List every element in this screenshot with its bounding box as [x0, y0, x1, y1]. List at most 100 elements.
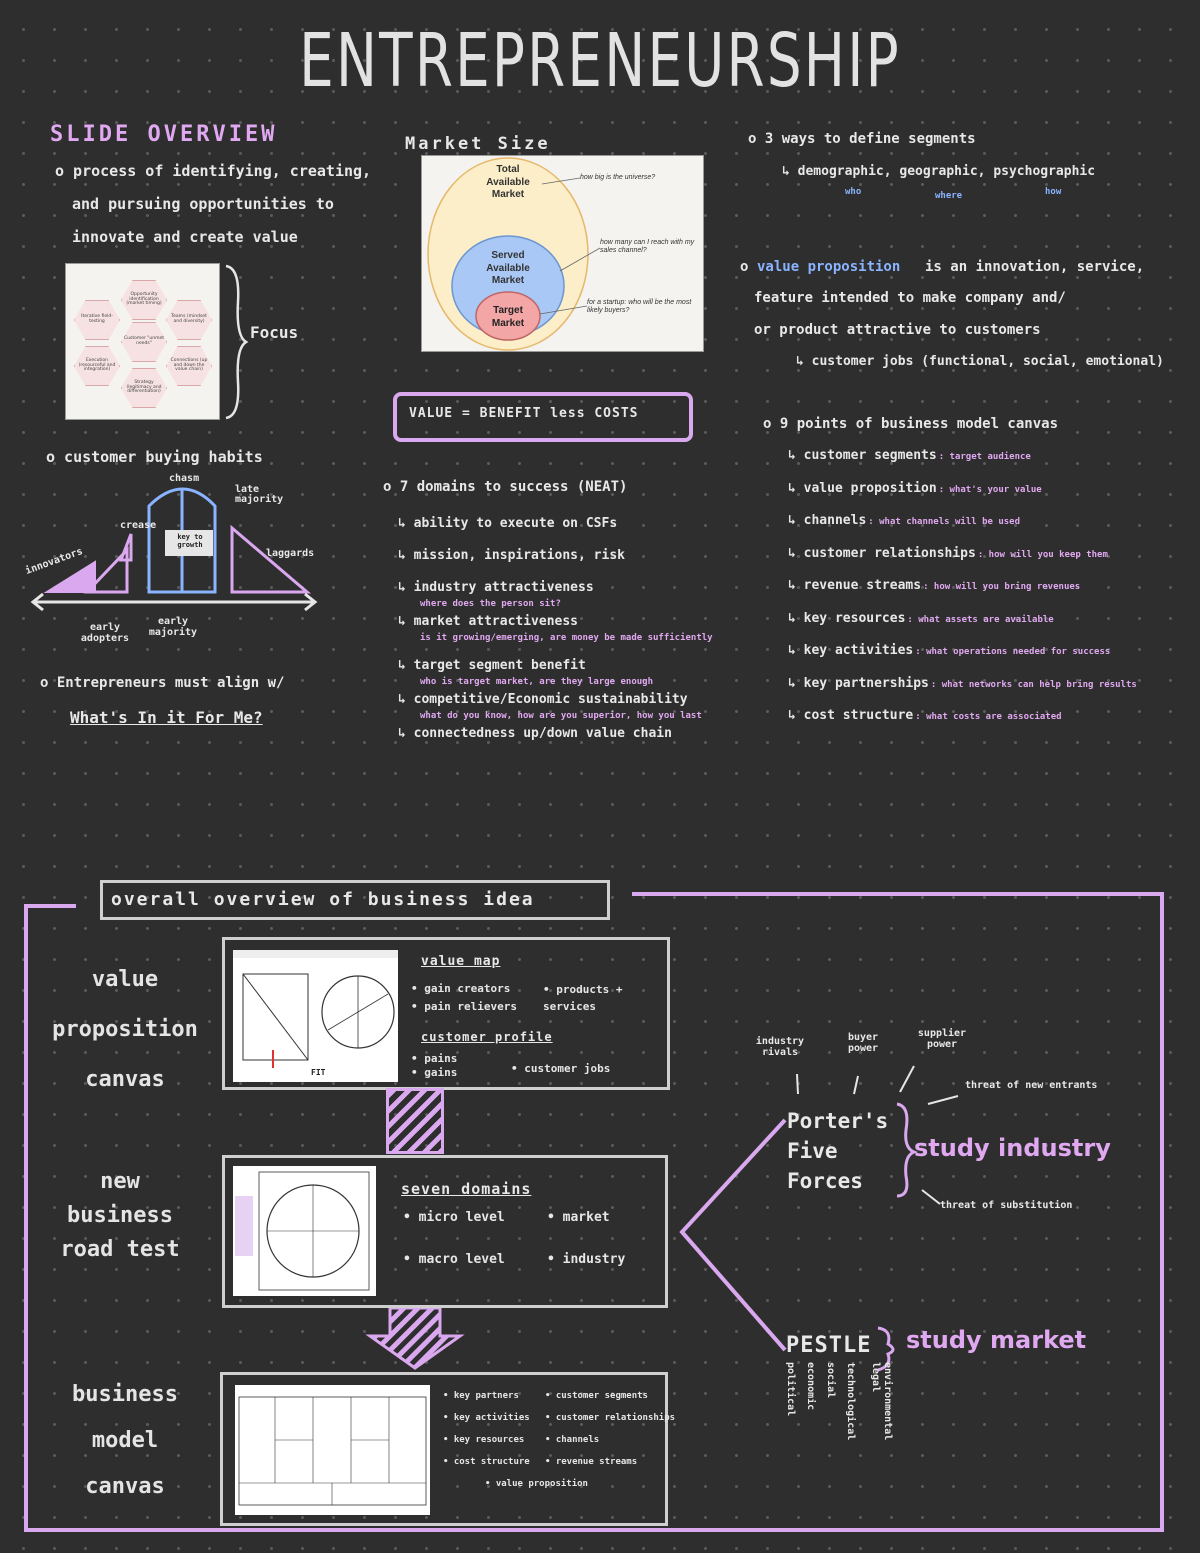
bmc-point-note: : what operations needed for success — [915, 647, 1111, 657]
bmc-point-label: ↳ customer relationships: how will you k… — [788, 545, 1108, 561]
curve-late-majority: late majority — [235, 484, 284, 505]
bmc-point-note: : target audience — [938, 452, 1031, 462]
pestle-item: political — [785, 1362, 796, 1417]
market-size-diagram: Total Available Market Served Available … — [421, 155, 704, 352]
value-prop-line-2: feature intended to make company and/ — [754, 290, 1066, 306]
segments-who: who — [845, 187, 862, 197]
domain-item: ↳ connectedness up/down value chain — [398, 726, 672, 741]
value-formula-box: VALUE = BENEFIT less COSTS — [393, 392, 693, 442]
curve-laggards: laggards — [266, 548, 315, 559]
curve-early-adopters: early adopters — [80, 622, 130, 644]
domain-item-note: where does the person sit? — [420, 599, 561, 609]
tam-note: how big is the universe? — [580, 174, 656, 181]
align-line: o Entrepreneurs must align w/ — [40, 675, 285, 691]
value-prop-line-3: or product attractive to customers — [754, 322, 1041, 338]
tam-label: Total Available Market — [486, 164, 530, 200]
study-industry: study industry — [914, 1134, 1111, 1162]
bmc-point-label: ↳ key partnerships: what networks can he… — [788, 675, 1137, 691]
nbrt-box: seven domains • micro level • market • m… — [222, 1155, 668, 1308]
bmc-item: • customer segments — [545, 1391, 648, 1401]
pestle-item: technological — [845, 1362, 856, 1441]
overview-heading: overall overview of business idea — [111, 889, 535, 910]
connector-1 — [386, 1088, 444, 1154]
hex-bottom-right: Connections (up and down the value chain… — [166, 346, 212, 386]
value-prop-line-1: is an innovation, service, — [925, 259, 1145, 275]
bmc-item: • revenue streams — [545, 1457, 638, 1467]
overview-line-3: innovate and create value — [72, 228, 298, 246]
bmc-point-note: : what channels will be used — [868, 517, 1020, 527]
buying-habits-label: o customer buying habits — [46, 448, 263, 466]
bmc-point-label: ↳ value proposition: what's your value — [788, 480, 1042, 496]
domain-item-note: is it growing/emerging, are money be mad… — [420, 633, 713, 643]
bmc-point-label: ↳ customer segments: target audience — [788, 448, 1031, 463]
fit-label: FIT — [311, 1068, 326, 1077]
curve-early-majority: early majority — [148, 616, 198, 638]
domain-item-note: what do you know, how are you superior, … — [420, 711, 702, 721]
segments-line: ↳ demographic, geographic, psychographic — [782, 164, 1096, 179]
pains: • pains — [411, 1052, 458, 1065]
focus-label: Focus — [250, 323, 299, 342]
gains: • gains — [411, 1066, 458, 1079]
page-title: ENTREPRENEURSHIP — [299, 18, 901, 104]
bmc-point-label: ↳ key resources: what assets are availab… — [788, 610, 1054, 626]
bmc-point-label: ↳ cost structure: what costs are associa… — [788, 708, 1062, 723]
bmc-item: • key partners — [443, 1391, 519, 1401]
bmc-point-note: : what assets are available — [907, 614, 1054, 625]
hex-top-right: Teams (mindset and diversity) — [166, 300, 212, 340]
market-item: • market — [547, 1210, 610, 1225]
segments-how: how — [1045, 187, 1062, 197]
value-prop-term: value proposition — [757, 259, 901, 275]
target-note: for a startup: who will be the most like… — [587, 299, 692, 315]
buyer-power: buyer power — [847, 1032, 879, 1054]
value-prop-line-4: ↳ customer jobs (functional, social, emo… — [796, 354, 1164, 369]
hex-bottom-left: Execution (resourceful and integration) — [74, 346, 120, 386]
bmc-item: • key resources — [443, 1435, 525, 1445]
overview-line-2: and pursuing opportunities to — [72, 195, 334, 213]
bmc-item: • key activities — [443, 1413, 530, 1423]
pain-relievers: • pain relievers — [411, 1000, 517, 1013]
domain-item: ↳ target segment benefit — [398, 658, 586, 673]
wiifm: What's In it For Me? — [70, 708, 263, 727]
bmc-point-note: : what's your value — [938, 484, 1042, 495]
porters-pestle-connectors — [679, 1065, 959, 1372]
overview-heading-box: overall overview of business idea — [100, 880, 610, 920]
pestle-item: environmental — [882, 1362, 893, 1441]
hex-top: Opportunity identification (market timin… — [121, 280, 167, 320]
adoption-curve — [30, 487, 318, 612]
vpc-label: value proposition canvas — [52, 967, 198, 1092]
sam-note: how many can I reach with my sales chann… — [600, 239, 695, 255]
customer-profile-label: customer profile — [421, 1030, 553, 1044]
pestle-label: PESTLE — [786, 1333, 872, 1358]
bmc-item: • customer relationships — [545, 1413, 676, 1423]
micro-level: • micro level — [403, 1210, 505, 1225]
products-services: • products + services — [543, 983, 623, 1013]
hexagon-diagram: Customer "unmet needs" Opportunity ident… — [65, 263, 220, 420]
segments-heading: o 3 ways to define segments — [748, 131, 976, 147]
value-map-label: value map — [421, 954, 501, 969]
domain-item: ↳ market attractiveness — [398, 614, 579, 629]
bmc-point-label: ↳ revenue streams: how will you bring re… — [788, 578, 1081, 593]
gain-creators: • gain creators — [411, 982, 511, 995]
supplier-power: supplier power — [917, 1028, 967, 1050]
domain-item: ↳ industry attractiveness — [398, 580, 594, 595]
pestle-item: legal — [870, 1362, 881, 1393]
pestle-item: economic — [805, 1362, 816, 1411]
bmc-point-note: : what costs are associated — [915, 712, 1062, 722]
substitution: threat of substitution — [940, 1200, 1073, 1211]
seven-domains-heading: o 7 domains to success (NEAT) — [383, 479, 628, 495]
bmc-points-heading: o 9 points of business model canvas — [763, 416, 1059, 432]
domain-item: ↳ mission, inspirations, risk — [398, 548, 625, 563]
bmc-point-note: : how will you bring revenues — [923, 582, 1081, 592]
pestle-item: social — [825, 1362, 836, 1399]
domain-item-note: who is target market, are they large eno… — [420, 677, 653, 687]
hex-top-left: Iterative field-testing — [74, 300, 120, 340]
seven-domains-label: seven domains — [401, 1180, 532, 1198]
vpc-thumbnail: FIT — [233, 950, 398, 1082]
sam-label: Served Available Market — [486, 250, 530, 286]
bmc-point-label: ↳ channels: what channels will be used — [788, 513, 1020, 528]
nbrt-label: new business road test — [60, 1169, 180, 1262]
industry-item: • industry — [547, 1252, 626, 1267]
bmc-point-note: : what networks can help bring results — [930, 679, 1137, 690]
bmc-box: • key partners • customer segments • key a… — [220, 1372, 675, 1526]
new-entrants: threat of new entrants — [965, 1080, 1098, 1091]
